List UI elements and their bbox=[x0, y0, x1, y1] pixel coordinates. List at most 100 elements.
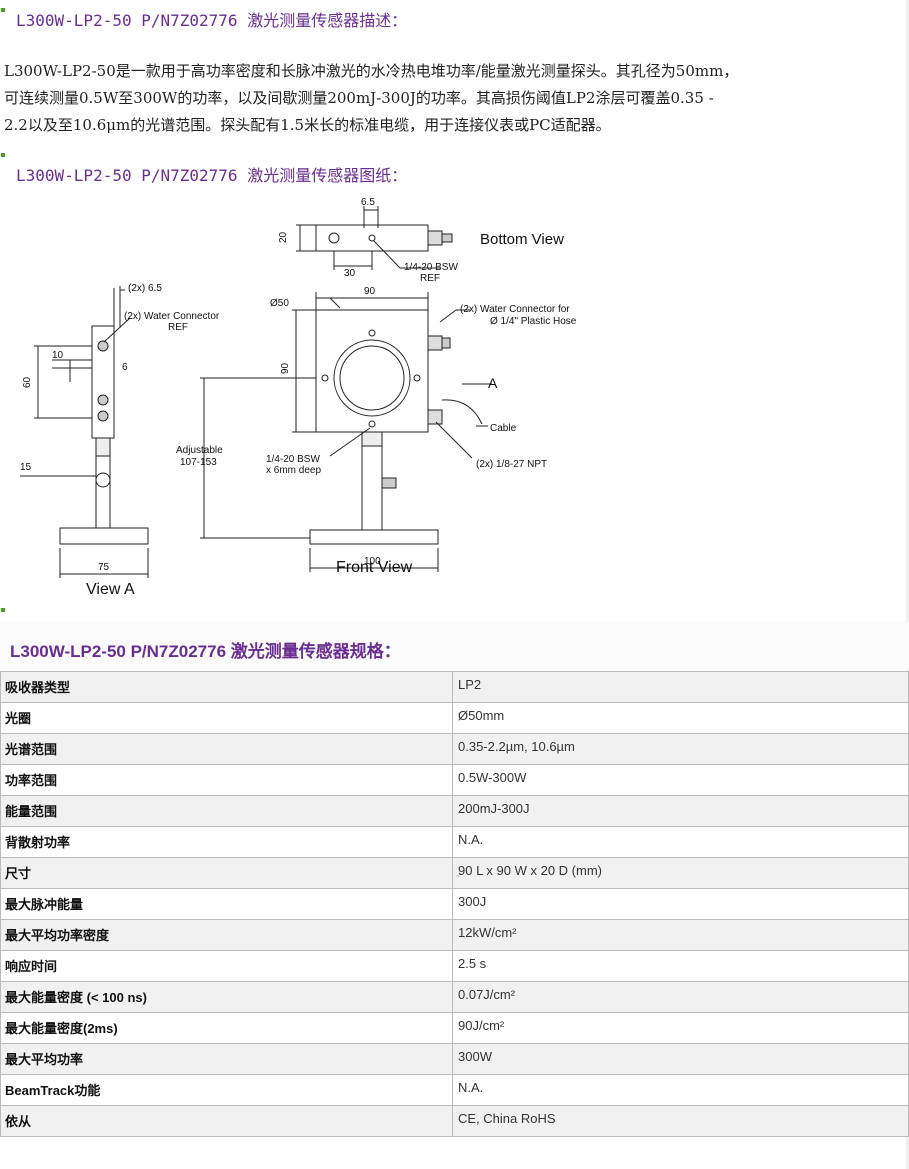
section-marker bbox=[1, 608, 5, 612]
water-hose-line1: (2x) Water Connector for bbox=[460, 304, 570, 315]
adjustable-line1: Adjustable bbox=[176, 445, 223, 456]
description-line: L300W-LP2-50是一款用于高功率密度和长脉冲激光的水冷热电堆功率/能量激… bbox=[4, 62, 739, 80]
aperture bbox=[339, 345, 405, 411]
bsw-deep-line1: 1/4-20 BSW bbox=[266, 454, 320, 465]
spec-value: 0.07J/cm² bbox=[452, 981, 909, 1013]
table-row: 最大能量密度 (< 100 ns)0.07J/cm² bbox=[0, 981, 909, 1013]
front-knob bbox=[381, 477, 397, 489]
spec-value: 12kW/cm² bbox=[452, 919, 909, 951]
bottom-mount-hole bbox=[368, 234, 376, 242]
bsw-ref-line1: 1/4-20 BSW bbox=[404, 262, 458, 273]
view-a-post bbox=[95, 455, 111, 529]
aperture-outer-ring bbox=[333, 339, 411, 417]
dim-20: 20 bbox=[278, 231, 289, 243]
spec-key: 背散射功率 bbox=[0, 826, 453, 858]
water-ref-line1: (2x) Water Connector bbox=[124, 311, 220, 322]
spec-header-band bbox=[0, 622, 909, 670]
spec-key: BeamTrack功能 bbox=[0, 1074, 453, 1106]
front-fitting-top bbox=[427, 335, 443, 351]
front-post-collar bbox=[361, 431, 383, 447]
front-screw-top bbox=[368, 329, 376, 337]
right-edge-strip bbox=[906, 0, 909, 1169]
description-text: L300W-LP2-50是一款用于高功率密度和长脉冲激光的水冷热电堆功率/能量激… bbox=[4, 58, 884, 139]
spec-key: 响应时间 bbox=[0, 950, 453, 982]
front-fitting-bottom bbox=[427, 409, 443, 425]
view-a-base bbox=[59, 527, 149, 545]
bottom-view-label: Bottom View bbox=[480, 231, 564, 248]
npt-label: (2x) 1/8-27 NPT bbox=[476, 459, 547, 470]
cable-label: Cable bbox=[490, 423, 517, 434]
spec-value: N.A. bbox=[452, 1074, 909, 1106]
dim-15: 15 bbox=[20, 462, 32, 473]
technical-drawing: Bottom View Front View View A 6.5 20 30 … bbox=[20, 197, 577, 598]
water-hose-line2: Ø 1/4" Plastic Hose bbox=[490, 316, 577, 327]
spec-value: 90 L x 90 W x 20 D (mm) bbox=[452, 857, 909, 889]
bottom-connector-hole bbox=[328, 232, 340, 244]
spec-key: 最大平均功率密度 bbox=[0, 919, 453, 951]
view-a-connector-bottom bbox=[97, 394, 109, 406]
spec-key: 最大脉冲能量 bbox=[0, 888, 453, 920]
spec-key: 尺寸 bbox=[0, 857, 453, 889]
bottom-fitting bbox=[427, 230, 443, 246]
dim-90-top: 90 bbox=[364, 286, 376, 297]
spec-value: CE, China RoHS bbox=[452, 1105, 909, 1137]
front-screw-bottom bbox=[368, 420, 376, 428]
spec-key: 光圈 bbox=[0, 702, 453, 734]
spec-key: 功率范围 bbox=[0, 764, 453, 796]
spec-value: 0.5W-300W bbox=[452, 764, 909, 796]
dim-2x-6-5: (2x) 6.5 bbox=[128, 283, 162, 294]
dim-30: 30 bbox=[344, 268, 356, 279]
adjustable-line2: 107-153 bbox=[180, 457, 217, 468]
bsw-deep-line2: x 6mm deep bbox=[266, 465, 321, 476]
dim-60: 60 bbox=[22, 376, 33, 388]
dim-6-5: 6.5 bbox=[361, 197, 375, 208]
table-row: 最大能量密度(2ms)90J/cm² bbox=[0, 1012, 909, 1044]
spec-value: 90J/cm² bbox=[452, 1012, 909, 1044]
bsw-ref-line2: REF bbox=[420, 273, 440, 284]
front-base bbox=[309, 529, 439, 545]
dim-6: 6 bbox=[122, 362, 128, 373]
dim-10: 10 bbox=[52, 350, 64, 361]
front-screw-right bbox=[413, 374, 421, 382]
front-view-label: Front View bbox=[336, 559, 413, 576]
description-title: L300W-LP2-50 P/N7Z02776 激光测量传感器描述： bbox=[16, 11, 408, 30]
spec-value: 200mJ-300J bbox=[452, 795, 909, 827]
view-a-connector-low bbox=[97, 410, 109, 422]
view-a-connector-top bbox=[97, 340, 109, 352]
view-a-knob bbox=[95, 472, 111, 488]
section-marker bbox=[1, 153, 5, 157]
view-a-label: View A bbox=[86, 581, 135, 598]
description-line: 2.2以及至10.6μm的光谱范围。探头配有1.5米长的标准电缆，用于连接仪表或… bbox=[4, 116, 611, 134]
bottom-view-body bbox=[315, 224, 429, 252]
spec-key: 最大能量密度(2ms) bbox=[0, 1012, 453, 1044]
spec-key: 依从 bbox=[0, 1105, 453, 1137]
front-screw-left bbox=[321, 374, 329, 382]
spec-value: 300W bbox=[452, 1043, 909, 1075]
bottom-fitting-tip bbox=[441, 233, 453, 243]
section-marker bbox=[1, 8, 5, 12]
dim-75: 75 bbox=[98, 562, 110, 573]
spec-key: 最大平均功率 bbox=[0, 1043, 453, 1075]
dim-100: 100 bbox=[364, 556, 381, 567]
description-line: 可连续测量0.5W至300W的功率，以及间歇测量200mJ-300J的功率。其高… bbox=[4, 89, 714, 107]
view-a-post-collar bbox=[95, 437, 111, 457]
spec-value: Ø50mm bbox=[452, 702, 909, 734]
spec-value: 2.5 s bbox=[452, 950, 909, 982]
spec-value: LP2 bbox=[452, 671, 909, 703]
spec-key: 能量范围 bbox=[0, 795, 453, 827]
front-post bbox=[361, 445, 383, 531]
cable bbox=[441, 399, 483, 425]
